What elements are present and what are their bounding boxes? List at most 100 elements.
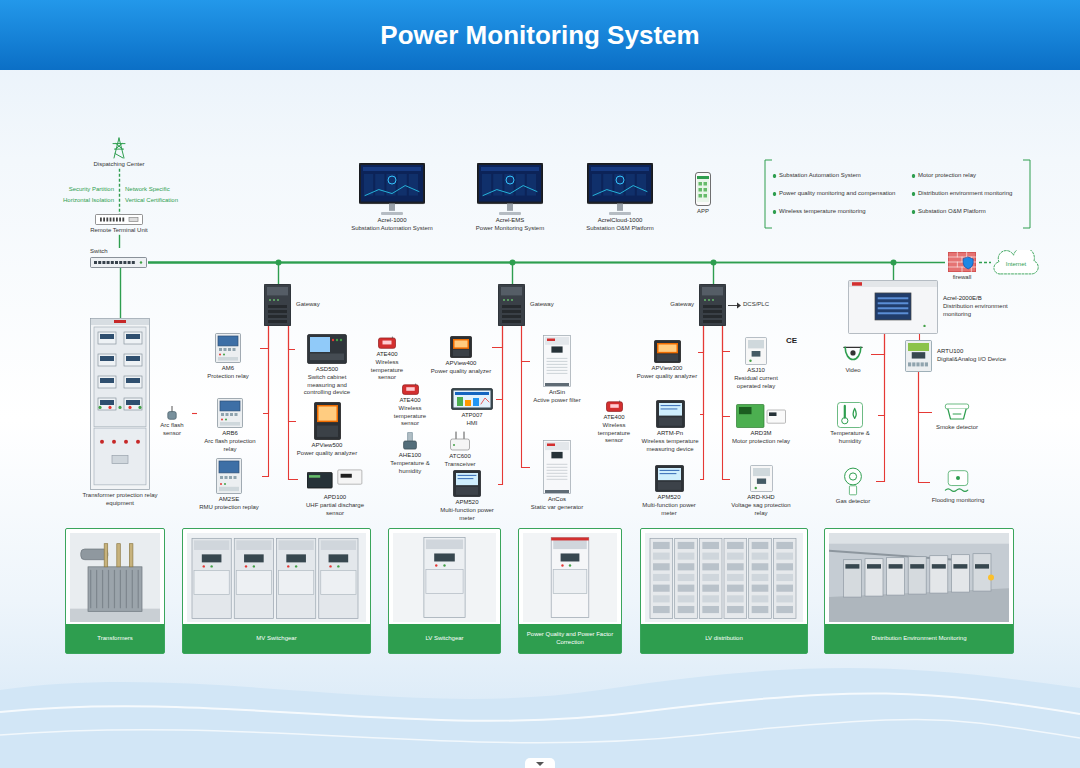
- icon-shape: [166, 406, 178, 420]
- device-node: Arc flash sensor: [152, 406, 192, 438]
- photo-illustration: [645, 533, 803, 622]
- relay-icon: [216, 458, 242, 494]
- device-label: Power quality analyzer: [637, 373, 697, 381]
- mobile-app: APP: [688, 172, 718, 216]
- model-name: ARTM-Pn: [657, 430, 683, 438]
- category-card: Transformers: [65, 528, 165, 654]
- signal-wire: [919, 372, 933, 413]
- icon-shape: [962, 267, 963, 272]
- hmi-icon: [451, 388, 493, 410]
- icon-shape: [912, 362, 915, 366]
- icon-shape: [752, 542, 769, 549]
- icon-shape: [116, 218, 118, 222]
- icon-shape: [228, 348, 231, 351]
- icon-shape: [745, 337, 767, 365]
- ate-icon: [402, 383, 419, 395]
- device-label: Multi-function power meter: [638, 502, 700, 518]
- software-screen: AcrelCloud-1000Substation O&M Platform: [570, 163, 670, 233]
- icon-shape: [114, 570, 115, 607]
- sensor-node: Flooding monitoring: [930, 468, 986, 505]
- icon-shape: [81, 549, 108, 560]
- icon-shape: [94, 261, 97, 264]
- icon-shape: [91, 257, 147, 267]
- photo-illustration: [187, 533, 366, 622]
- icon-shape: [637, 174, 646, 196]
- icon-shape: [234, 476, 237, 479]
- icon-shape: [321, 570, 356, 594]
- device-node: ATE400Wireless temperature sensor: [386, 383, 434, 428]
- icon-shape: [527, 174, 536, 196]
- icon-shape: [776, 585, 793, 592]
- monitor-icon: [359, 163, 425, 215]
- software-screen: Acrel-EMSPower Monitoring System: [460, 163, 560, 233]
- icon-shape: [561, 564, 563, 566]
- icon-shape: [279, 570, 314, 594]
- device-label: Static var generator: [531, 504, 583, 512]
- device-node: ARB6Arc flash protection relay: [197, 398, 263, 453]
- panel-icon: [848, 280, 938, 334]
- label-holder: Horizontal Isolation: [63, 197, 114, 205]
- icon-shape: [756, 479, 765, 484]
- icon-shape: [502, 320, 521, 323]
- icon-shape: [654, 340, 681, 363]
- icon-shape: [503, 299, 505, 301]
- icon-shape: [465, 400, 471, 406]
- icon-shape: [752, 563, 769, 570]
- icon-shape: [878, 307, 909, 309]
- icon-shape: [656, 400, 685, 428]
- icon-shape: [273, 299, 275, 301]
- icon-shape: [910, 564, 924, 568]
- icon-shape: [659, 403, 682, 416]
- signal-wire: [723, 326, 731, 352]
- photo-illustration: [393, 533, 496, 622]
- icon-shape: [454, 471, 481, 497]
- icon-shape: [547, 464, 567, 465]
- icon-shape: [110, 218, 112, 222]
- output-arrowhead: [737, 303, 741, 309]
- icon-shape: [545, 490, 569, 493]
- model-name: ATE400: [376, 351, 397, 359]
- icon-shape: [96, 215, 143, 225]
- icon-shape: [234, 538, 273, 618]
- icon-shape: [194, 570, 229, 594]
- device-node: ATE400Wireless temperature sensor: [590, 400, 638, 445]
- device-node: ATP007HMI: [448, 388, 496, 428]
- icon-shape: [98, 354, 116, 366]
- gateway-device: Gateway: [498, 284, 564, 326]
- icon-shape: [838, 403, 863, 428]
- model-name: ARD-KHD: [747, 494, 774, 502]
- device-label: Gateway: [660, 301, 694, 309]
- icon-shape: [426, 539, 463, 549]
- icon-shape: [845, 347, 861, 359]
- icon-shape: [654, 341, 680, 363]
- cab2-icon: [543, 440, 571, 494]
- sensor-node: Gas detector: [830, 466, 876, 506]
- model-name: ASD500: [316, 366, 338, 374]
- icon-shape: [450, 431, 470, 451]
- icon-shape: [626, 174, 635, 196]
- firewall-device: firewall: [945, 252, 979, 282]
- icon-shape: [95, 214, 143, 225]
- signal-wire: [723, 326, 731, 417]
- icon-shape: [244, 554, 264, 562]
- icon-shape: [776, 542, 793, 549]
- icon-shape: [279, 540, 314, 550]
- gateway-device: Gateway: [660, 284, 726, 326]
- icon-shape: [98, 376, 116, 388]
- icon-shape: [657, 354, 678, 361]
- icon-shape: [129, 544, 133, 567]
- device-label: Active power filter: [533, 397, 580, 405]
- cabinet-icon: [90, 318, 150, 490]
- label-holder: Distribution environment monitoring: [911, 190, 1012, 198]
- icon-shape: [589, 165, 651, 202]
- icon-shape: [966, 252, 967, 257]
- network-switch: Switch: [90, 248, 148, 268]
- device-node: APD100UHF partial discharge sensor: [298, 466, 372, 517]
- icon-shape: [544, 441, 571, 494]
- icon-shape: [849, 281, 937, 287]
- model-name: ARB6: [222, 430, 238, 438]
- icon-shape: [837, 402, 863, 428]
- icon-shape: [481, 167, 539, 171]
- photo-illustration: [523, 533, 617, 622]
- icon-shape: [451, 439, 470, 450]
